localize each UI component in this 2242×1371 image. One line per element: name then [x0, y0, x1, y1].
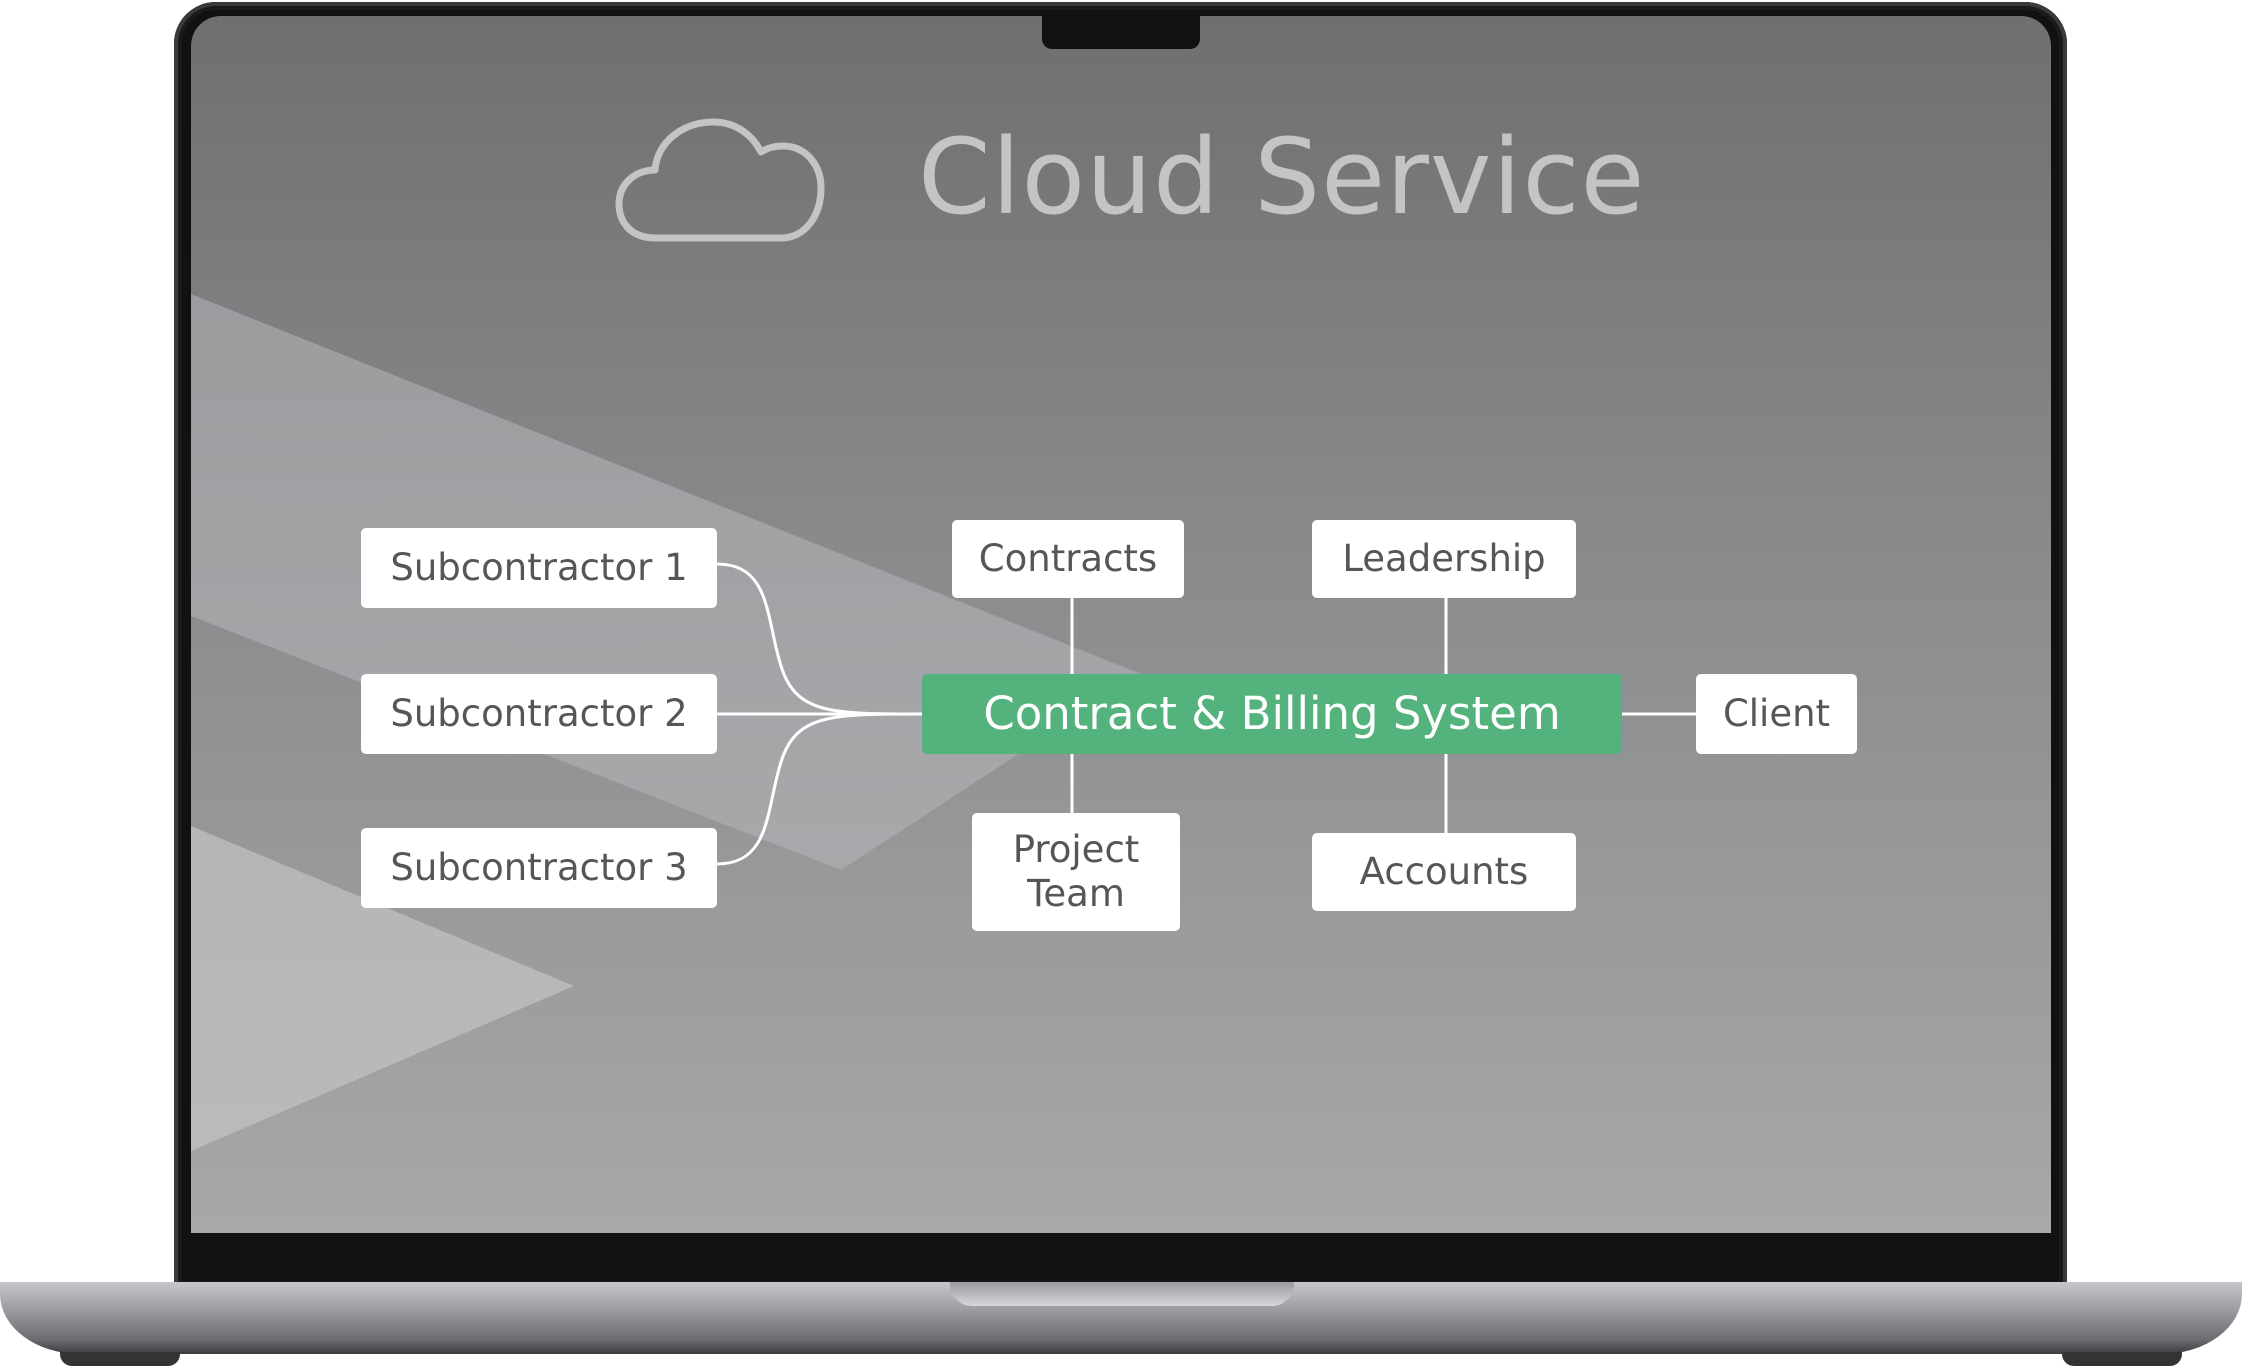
camera-notch: [1042, 16, 1200, 49]
cloud-icon: [615, 118, 825, 242]
base-opening-notch: [950, 1282, 1294, 1306]
node-subcontractor-3[interactable]: Subcontractor 3: [361, 828, 717, 908]
node-subcontractor-1[interactable]: Subcontractor 1: [361, 528, 717, 608]
node-project-team[interactable]: Project Team: [972, 813, 1180, 931]
node-client[interactable]: Client: [1696, 674, 1857, 754]
laptop-foot-left: [60, 1352, 180, 1366]
node-subcontractor-2[interactable]: Subcontractor 2: [361, 674, 717, 754]
node-leadership[interactable]: Leadership: [1312, 520, 1576, 598]
laptop-foot-right: [2062, 1352, 2182, 1366]
screen: Cloud Service Subcontractor 1 Subcontrac…: [191, 16, 2051, 1233]
node-contract-billing-system[interactable]: Contract & Billing System: [922, 674, 1622, 754]
page-title: Cloud Service: [918, 116, 1646, 238]
node-contracts[interactable]: Contracts: [952, 520, 1184, 598]
node-accounts[interactable]: Accounts: [1312, 833, 1576, 911]
